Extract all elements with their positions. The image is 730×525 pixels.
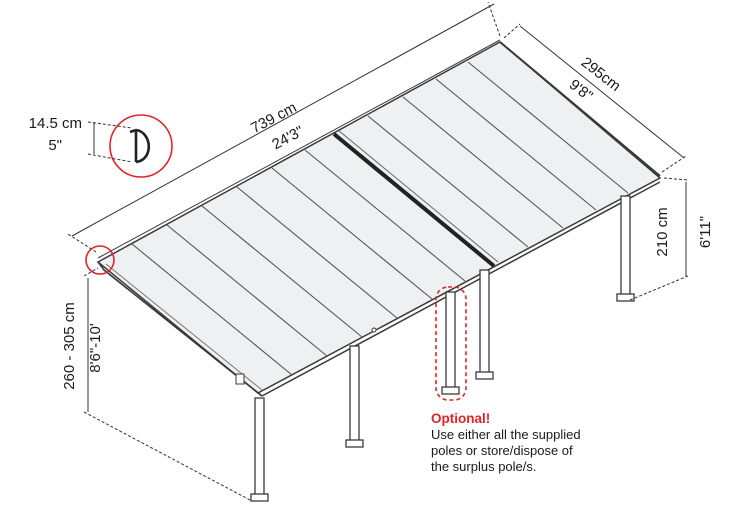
width-dim-tick-top (503, 23, 521, 39)
base-plate (250, 493, 269, 502)
base-plate (616, 293, 635, 302)
back-height-tick-top (83, 267, 99, 277)
optional-note: Optional! Use either all the supplied po… (431, 411, 631, 475)
back-height-metric-label: 260 - 305 cm (61, 302, 78, 390)
post-optional (445, 291, 456, 391)
post-front-left (254, 397, 265, 499)
optional-note-title: Optional! (431, 411, 491, 426)
panel-rib (435, 78, 597, 211)
panel-rib (271, 167, 433, 300)
panel-rib (467, 61, 629, 194)
panel-rib (402, 96, 564, 229)
panel-rib (236, 186, 398, 319)
front-beam-inner (105, 263, 263, 391)
base-plate (345, 439, 364, 448)
roof-panels (131, 61, 629, 376)
front-height-tick-bottom (629, 275, 689, 301)
post-center (479, 269, 490, 377)
post-base-plates (250, 293, 635, 502)
top-beam (97, 39, 501, 259)
center-beam (332, 132, 496, 268)
side-beam (261, 181, 661, 397)
post-front-mid (349, 345, 360, 445)
panel-rib (304, 149, 466, 282)
gutter-dim-tick-bottom (87, 153, 133, 163)
width-dim-tick-bottom (661, 155, 687, 173)
panel-rib (131, 243, 293, 376)
width-dimension-line (519, 25, 685, 159)
rivet (371, 327, 377, 333)
gutter-detail-circle (109, 114, 173, 178)
front-height-metric-label: 210 cm (654, 207, 671, 256)
optional-note-line: the surplus pole/s. (431, 459, 537, 474)
gutter-dim-tick-top (87, 121, 133, 129)
corner-detail-circle (85, 245, 115, 275)
panel-rib (166, 224, 328, 357)
post-back-right (620, 195, 631, 299)
back-height-imperial-label: 8'6"-10' (87, 323, 104, 373)
optional-note-line: poles or store/dispose of (431, 443, 573, 458)
back-beam (499, 41, 661, 177)
gutter-imperial-label: 5" (48, 137, 62, 154)
gutter-profile-icon (129, 128, 151, 164)
back-height-tick-bottom (83, 411, 251, 501)
base-plate (475, 371, 494, 380)
panel-rib (367, 115, 529, 248)
optional-note-line: Use either all the supplied (431, 427, 581, 442)
bracket (235, 373, 245, 385)
front-height-imperial-label: 6'11" (697, 216, 714, 248)
center-beam-edge (337, 129, 499, 263)
length-dim-tick-right (487, 1, 501, 37)
base-plate (441, 386, 460, 395)
front-height-tick-top (663, 177, 689, 181)
length-imperial-label: 24'3" (269, 123, 306, 154)
gutter-metric-label: 14.5 cm (29, 115, 82, 132)
length-dimension-line (71, 3, 495, 237)
panel-rib (201, 205, 363, 338)
optional-post-highlight (435, 286, 467, 401)
